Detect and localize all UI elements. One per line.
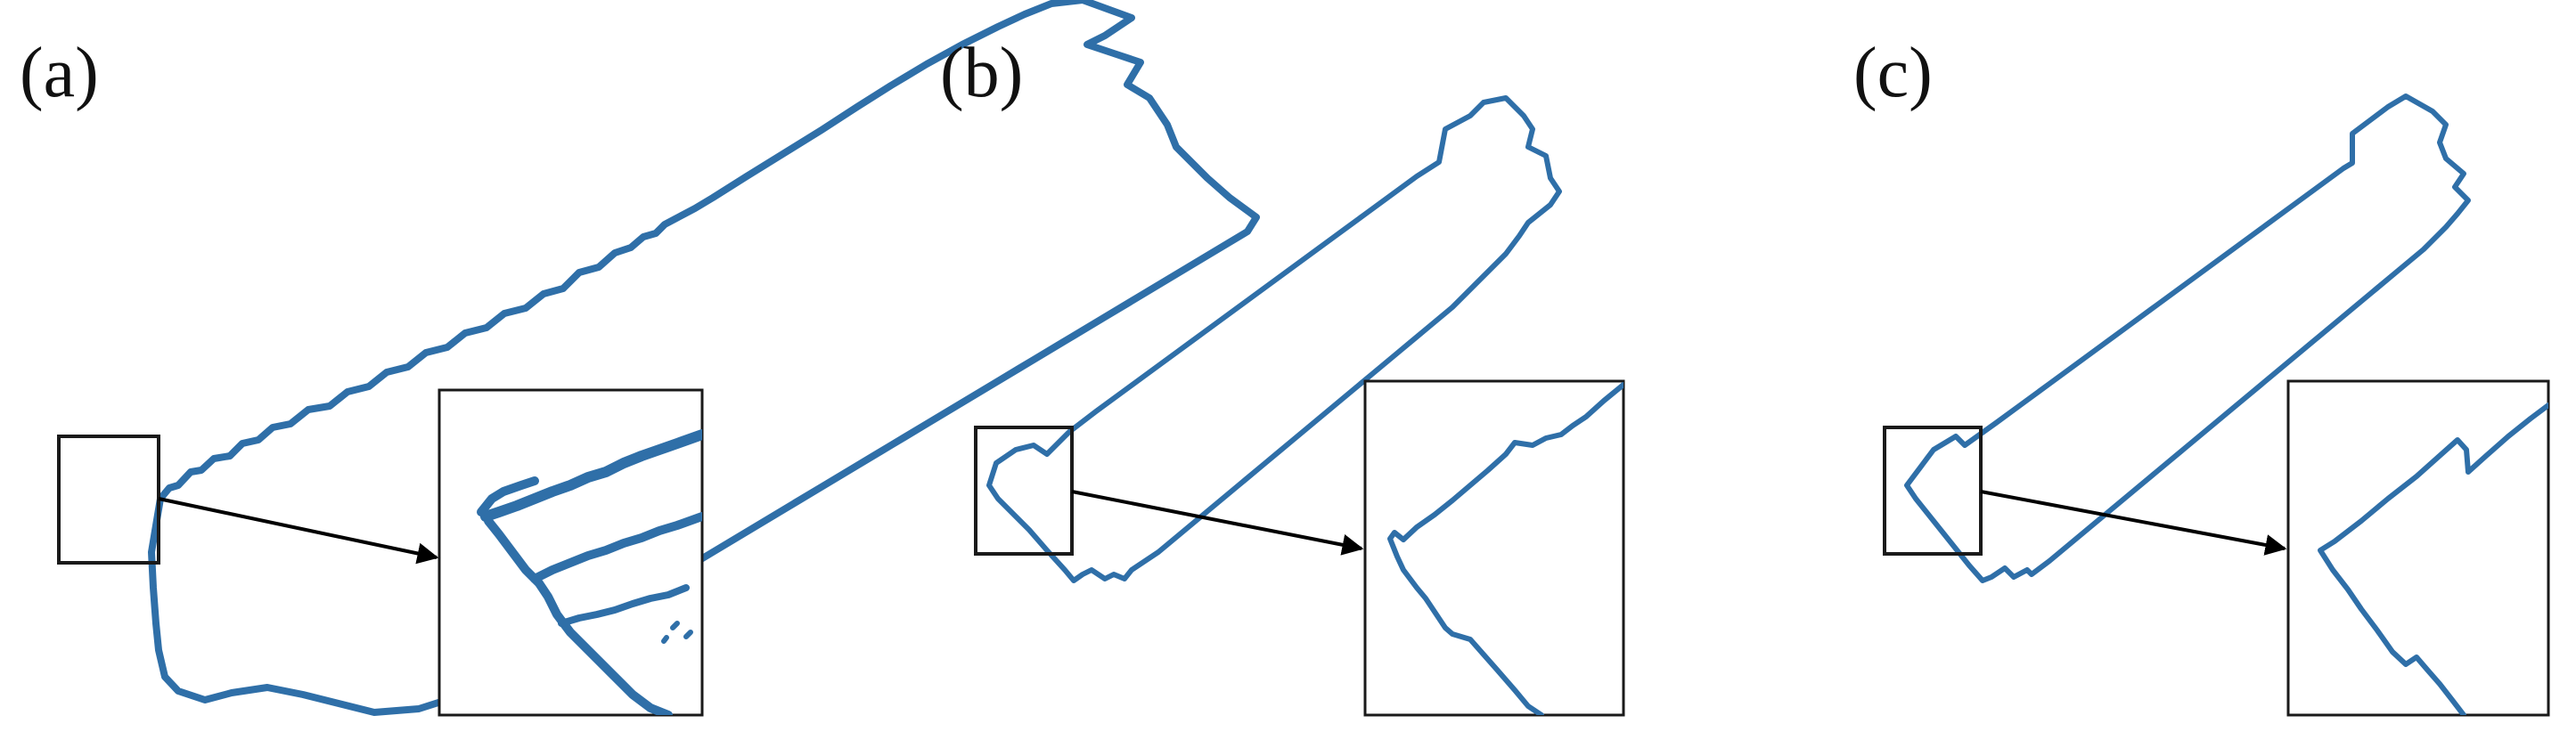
panel-c-contour bbox=[1904, 94, 2471, 583]
panel-c-zoom-arrow bbox=[1980, 490, 2287, 556]
panel-a-outer-contour bbox=[148, 0, 1260, 716]
panel-a-contours bbox=[148, 0, 1260, 716]
panel-a: (a) bbox=[20, 0, 1260, 717]
panel-a-inset-content bbox=[477, 429, 702, 715]
panel-b-contour bbox=[986, 95, 1562, 583]
panel-b-zoom-source-box bbox=[974, 426, 1074, 556]
panel-a-zoom-source-box bbox=[57, 435, 160, 565]
panel-c-zoom-source-box bbox=[1883, 426, 1983, 556]
panel-b-inset-frame bbox=[1363, 379, 1625, 717]
panel-b-zoom-arrow bbox=[1071, 490, 1364, 556]
panel-b: (b) bbox=[940, 34, 1625, 717]
panel-c: (c) bbox=[1853, 34, 2550, 717]
panel-c-inset-content bbox=[2318, 402, 2548, 715]
panel-a-label: (a) bbox=[20, 34, 99, 112]
panel-a-zoom-arrow bbox=[158, 497, 439, 565]
panel-c-label: (c) bbox=[1853, 34, 1933, 112]
panel-b-inset-content bbox=[1387, 382, 1623, 715]
panel-b-label: (b) bbox=[940, 34, 1023, 112]
panel-a-inset-frame bbox=[438, 388, 704, 717]
